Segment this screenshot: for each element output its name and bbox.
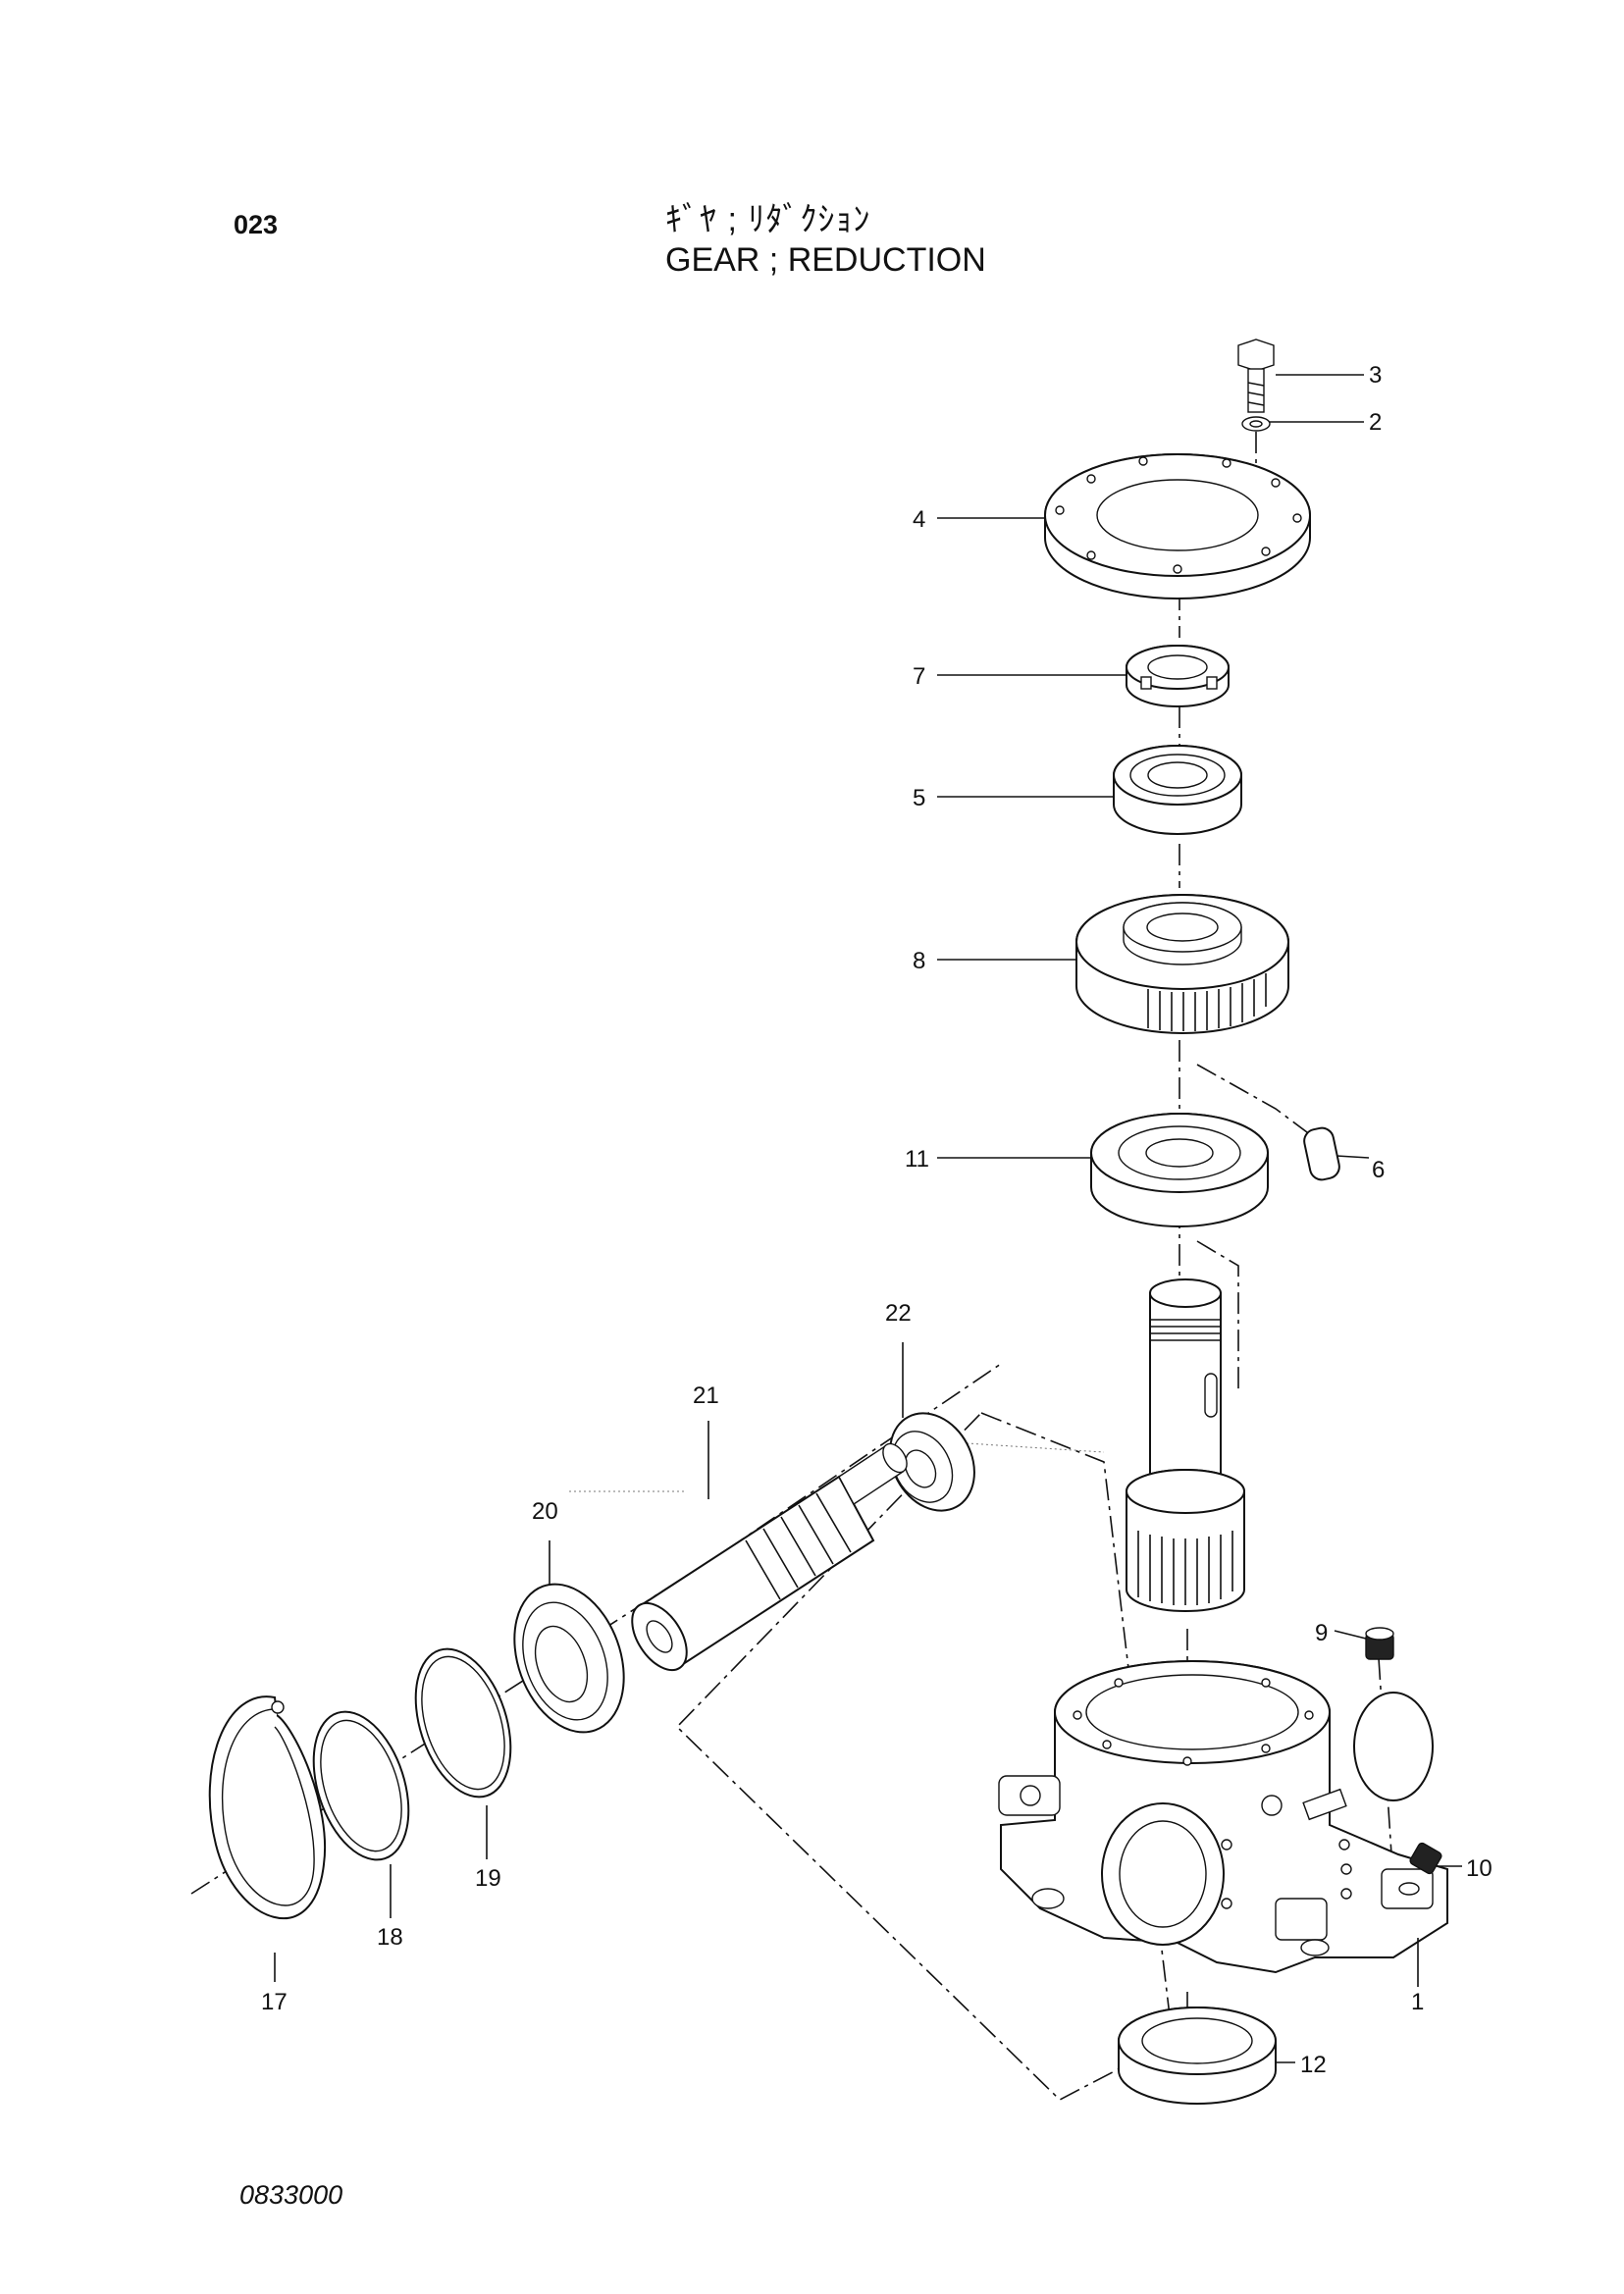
lock-nut-part-7 bbox=[1126, 645, 1230, 707]
callout-20: 20 bbox=[532, 1498, 558, 1525]
washer-part-2 bbox=[1241, 416, 1271, 432]
callout-7: 7 bbox=[913, 663, 925, 690]
bolt-part-3 bbox=[1237, 339, 1275, 413]
callout-5: 5 bbox=[913, 785, 925, 811]
callout-17: 17 bbox=[261, 1989, 288, 2015]
callout-2: 2 bbox=[1369, 409, 1382, 436]
shim-ring-part-18 bbox=[312, 1710, 410, 1861]
callout-1: 1 bbox=[1411, 1989, 1424, 2015]
seal-ring-part-12 bbox=[1118, 2007, 1277, 2105]
pinion-shaft bbox=[1126, 1278, 1245, 1612]
callout-4: 4 bbox=[913, 506, 925, 533]
callout-6: 6 bbox=[1372, 1157, 1385, 1183]
worm-shaft-part-21 bbox=[631, 1442, 908, 1672]
worm-wheel-part-8 bbox=[1075, 894, 1289, 1034]
callout-3: 3 bbox=[1369, 362, 1382, 389]
title-english: GEAR ; REDUCTION bbox=[665, 241, 986, 279]
bearing-part-5 bbox=[1113, 745, 1242, 835]
housing-part-1 bbox=[998, 1660, 1448, 1974]
plug-part-9 bbox=[1365, 1627, 1394, 1660]
bearing-part-11 bbox=[1090, 1113, 1269, 1227]
callout-19: 19 bbox=[475, 1865, 501, 1892]
callout-18: 18 bbox=[377, 1924, 403, 1951]
callout-8: 8 bbox=[913, 948, 925, 974]
callout-22: 22 bbox=[885, 1300, 912, 1327]
title-japanese: ｷﾞﾔ ; ﾘﾀﾞｸｼｮﾝ bbox=[665, 201, 871, 238]
snap-ring-part-17 bbox=[208, 1695, 327, 1920]
callout-labels: 3 2 4 7 5 8 11 6 22 21 20 9 10 1 12 19 1… bbox=[261, 362, 1493, 2078]
callout-11: 11 bbox=[905, 1146, 929, 1173]
page-number: 023 bbox=[234, 210, 279, 239]
callout-9: 9 bbox=[1315, 1620, 1328, 1646]
callout-21: 21 bbox=[693, 1382, 719, 1409]
gear-teeth bbox=[1147, 973, 1267, 1031]
roller-bearing-part-20 bbox=[513, 1583, 625, 1734]
shim-ring-part-19 bbox=[414, 1647, 512, 1799]
plug-part-10 bbox=[1409, 1842, 1442, 1875]
drawing-code: 0833000 bbox=[239, 2180, 343, 2210]
callout-12: 12 bbox=[1300, 2052, 1327, 2078]
key-part-6 bbox=[1303, 1126, 1340, 1181]
cover-plate-part-4 bbox=[1044, 432, 1311, 600]
callout-10: 10 bbox=[1466, 1855, 1493, 1882]
bearing-part-22 bbox=[889, 1412, 975, 1512]
leader-lines bbox=[274, 374, 1462, 2063]
